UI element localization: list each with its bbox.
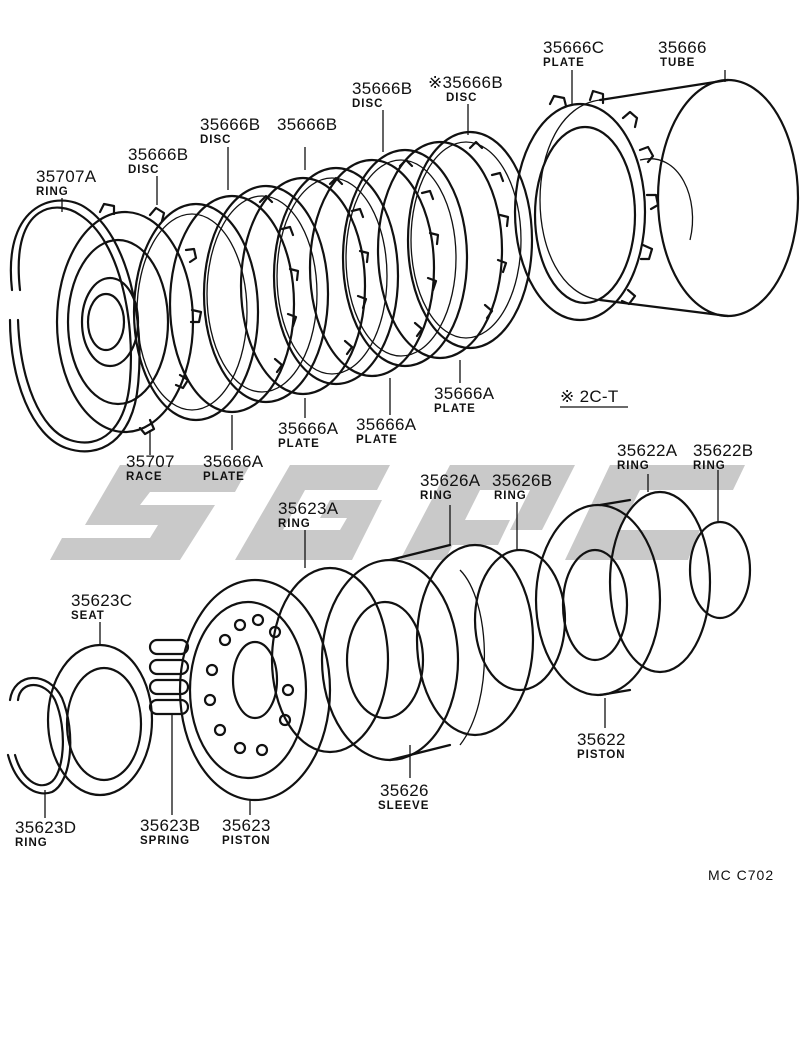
label-number: 35666 [658, 38, 707, 57]
disc-35666b-3 [272, 166, 400, 386]
ring-35623d [6, 676, 72, 795]
label-number: 35622B [693, 441, 753, 460]
label-name: RING [693, 460, 726, 472]
label-number: 35626A [420, 471, 481, 490]
ring-35622b [688, 520, 752, 620]
clutch-pack [132, 130, 534, 422]
plate-35666c [513, 89, 660, 322]
label-number: 35666B [200, 115, 260, 134]
snap-ring-35707a [8, 199, 141, 453]
label-number: 35707A [36, 167, 97, 186]
label-name: PLATE [278, 438, 320, 450]
label-name: DISC [200, 134, 231, 146]
label-number: 35666A [203, 452, 264, 471]
label-number: 35707 [126, 452, 175, 471]
label-number: 35666A [278, 419, 339, 438]
label-name: RING [36, 186, 69, 198]
piston-35622 [534, 498, 662, 697]
ring-35622a [608, 490, 712, 674]
ring-35623a [270, 566, 390, 754]
plate-35666a-back [376, 140, 504, 360]
label-name: PLATE [434, 403, 476, 415]
label-number: 35623D [15, 818, 76, 837]
sleeve-35626 [320, 543, 486, 762]
label-name: PISTON [222, 835, 271, 847]
illustration-code: MC C702 [708, 867, 774, 883]
label-name: RACE [126, 471, 163, 483]
seat-35623c [46, 643, 154, 797]
label-name: RING [15, 837, 48, 849]
plate-35666a-2 [308, 158, 436, 378]
tube-35666 [539, 78, 800, 318]
leader-lines [44, 70, 726, 818]
label-number: 35666C [543, 38, 604, 57]
label-number: 35666A [356, 415, 417, 434]
piston-35623 [178, 578, 332, 802]
label-name: PLATE [543, 57, 585, 69]
ring-35626a [415, 543, 535, 737]
label-name: DISC [446, 92, 477, 104]
label-name: PISTON [577, 749, 626, 761]
springs-35623b [148, 638, 190, 716]
label-name: TUBE [660, 57, 695, 69]
label-number: 35666A [434, 384, 495, 403]
race-35707 [55, 202, 203, 436]
label-name: PLATE [356, 434, 398, 446]
disc-star-35666b [406, 130, 534, 350]
label-number: 35626 [380, 781, 429, 800]
part-labels: 35666 TUBE 35666C PLATE ※35666B DISC 356… [15, 38, 774, 883]
label-name: RING [278, 518, 311, 530]
watermark-logo [50, 465, 745, 560]
label-number: 35622A [617, 441, 678, 460]
plate-35666a-3 [239, 176, 367, 396]
disc-35666b-1 [132, 202, 260, 422]
plate-35666a-4 [168, 194, 296, 414]
label-name: RING [617, 460, 650, 472]
label-number: 35622 [577, 730, 626, 749]
label-name: SPRING [140, 835, 190, 847]
label-name: DISC [352, 98, 383, 110]
label-name: PLATE [203, 471, 245, 483]
label-name: RING [494, 490, 527, 502]
label-number: 35666B [277, 115, 337, 134]
label-number: 35626B [492, 471, 552, 490]
label-name: SLEEVE [378, 800, 429, 812]
label-number: 35623B [140, 816, 200, 835]
label-name: SEAT [71, 610, 105, 622]
label-number: ※35666B [428, 73, 503, 92]
label-number: 35623 [222, 816, 271, 835]
label-name: DISC [128, 164, 159, 176]
variant-note: ※ 2C-T [560, 387, 619, 406]
label-name: RING [420, 490, 453, 502]
label-number: 35666B [352, 79, 412, 98]
label-number: 35666B [128, 145, 188, 164]
label-number: 35623A [278, 499, 339, 518]
disc-35666b-4 [341, 148, 469, 368]
ring-35626b [473, 548, 567, 692]
disc-35666b-2 [202, 184, 330, 404]
label-number: 35623C [71, 591, 132, 610]
